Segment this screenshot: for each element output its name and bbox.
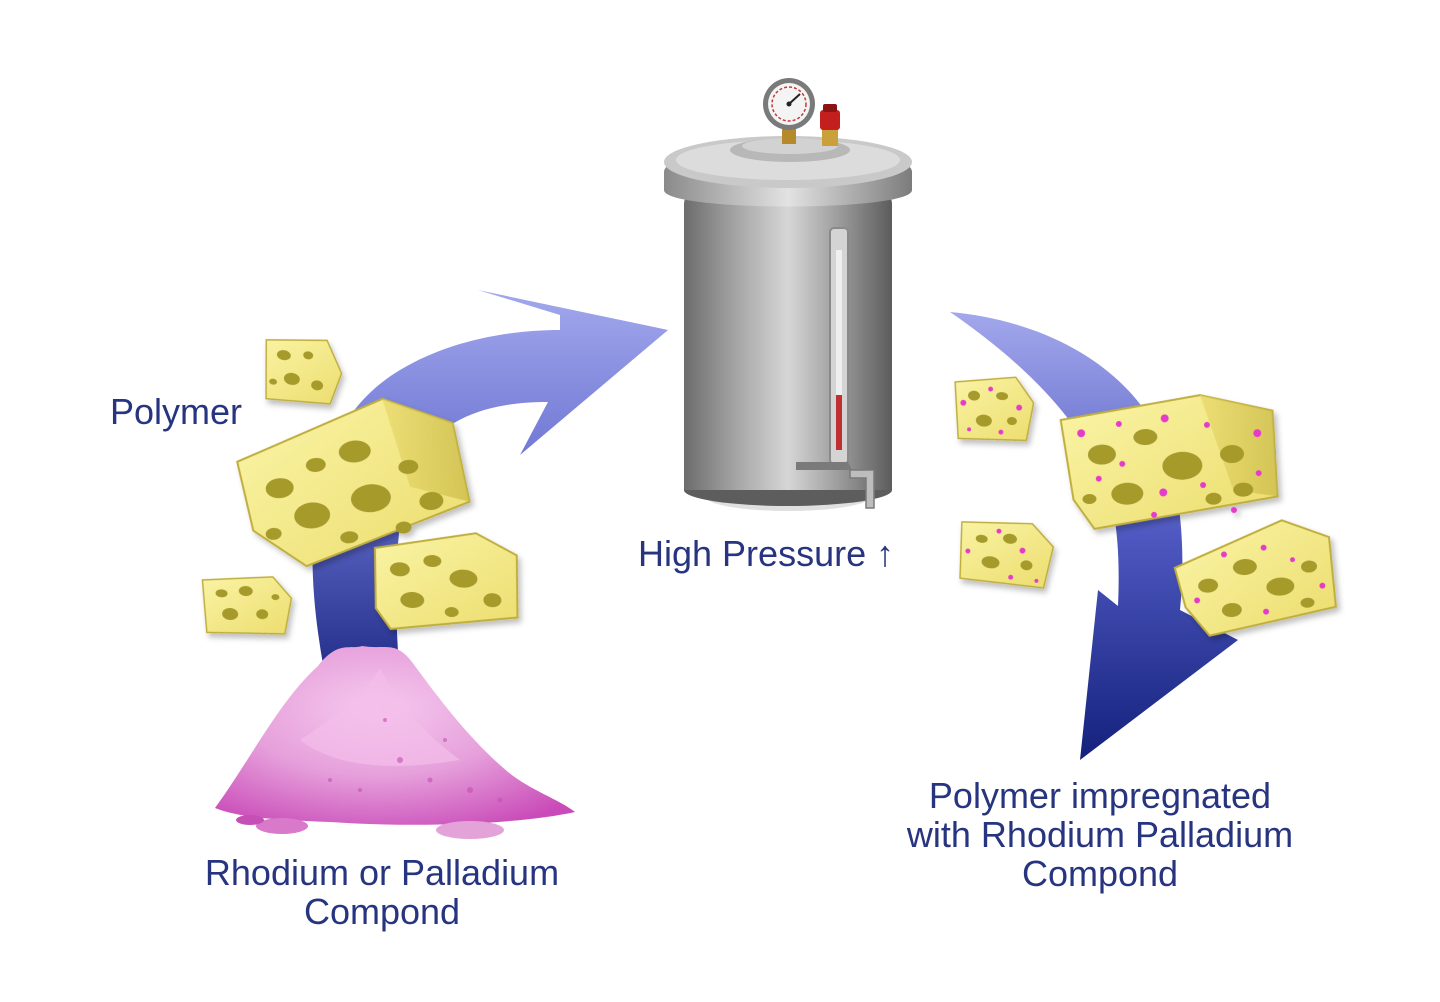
impregnated-polymer-piece <box>959 521 1055 589</box>
curved-arrow-left <box>312 290 668 700</box>
high-pressure-label: High Pressure ↑ <box>638 534 894 573</box>
impregnated-polymer-piece <box>1173 519 1337 637</box>
result-label-line: with Rhodium Palladium <box>906 814 1294 855</box>
curved-arrow-right <box>950 312 1238 760</box>
high-pressure-text: High Pressure <box>638 533 867 574</box>
compound-powder-pile <box>215 646 575 839</box>
impregnated-polymer-piece <box>1059 394 1279 530</box>
compound-label-line: Compond <box>303 891 461 932</box>
polymer-label: Polymer <box>110 392 242 431</box>
compound-label: Rhodium or Palladium Compond <box>172 853 592 931</box>
polymer-piece <box>236 397 471 568</box>
compound-label-line: Rhodium or Palladium <box>204 852 560 893</box>
polymer-label-text: Polymer <box>110 391 243 432</box>
up-arrow-icon: ↑ <box>876 533 895 574</box>
pressure-vessel <box>664 78 912 511</box>
impregnated-polymer-piece <box>954 376 1035 442</box>
polymer-piece <box>373 532 519 630</box>
result-label: Polymer impregnated with Rhodium Palladi… <box>870 776 1330 893</box>
polymer-piece <box>201 576 293 635</box>
safety-valve-icon <box>820 104 840 146</box>
polymer-piece <box>265 339 343 405</box>
result-label-line: Compond <box>1021 853 1179 894</box>
result-label-line: Polymer impregnated <box>928 775 1272 816</box>
